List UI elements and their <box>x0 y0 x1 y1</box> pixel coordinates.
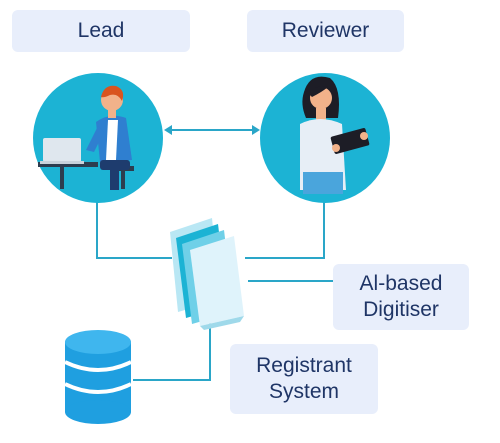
digitiser-label: Al-based Digitiser <box>333 264 469 330</box>
lead-node <box>33 73 163 203</box>
reviewer-label: Reviewer <box>247 10 404 52</box>
docs-to-database-connector <box>133 314 211 381</box>
registrant-system-label: Registrant System <box>230 344 378 414</box>
document-stack-icon <box>170 218 244 330</box>
connectors <box>96 196 335 381</box>
lead-to-docs-connector <box>96 196 172 259</box>
person-with-tablet-icon <box>300 76 370 194</box>
database-icon <box>64 330 132 424</box>
reviewer-to-docs-connector <box>245 202 325 259</box>
person-at-laptop-icon <box>38 85 134 190</box>
lead-label: Lead <box>12 10 190 52</box>
bidirectional-arrow-icon <box>164 125 260 135</box>
reviewer-node <box>260 73 390 203</box>
